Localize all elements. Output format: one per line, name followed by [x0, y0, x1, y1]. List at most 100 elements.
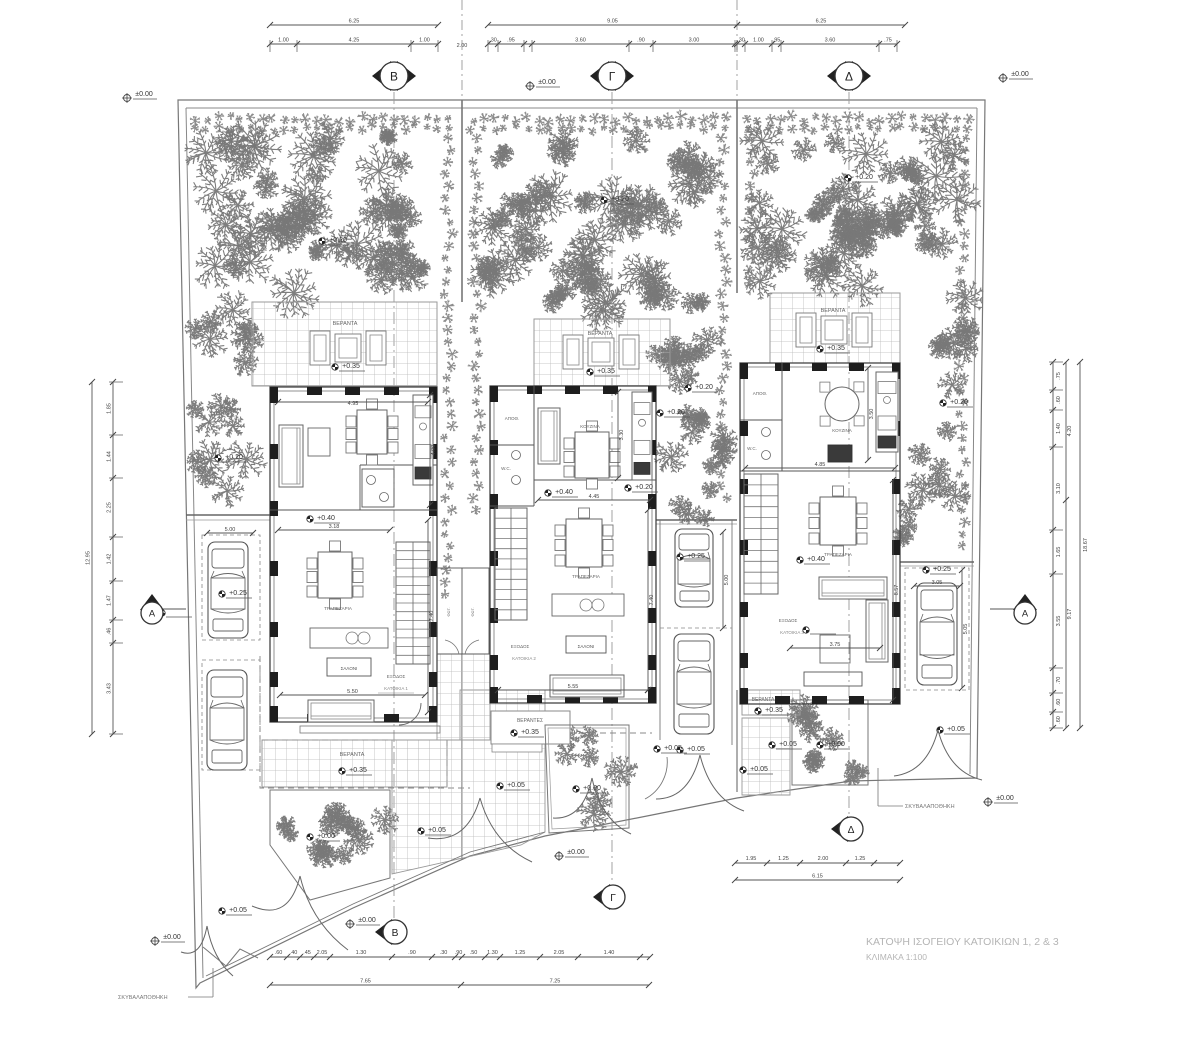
- svg-text:.60: .60: [1056, 716, 1062, 724]
- svg-text:.30: .30: [737, 38, 745, 44]
- svg-text:4.25: 4.25: [349, 38, 360, 44]
- svg-text:2.05: 2.05: [317, 950, 328, 956]
- svg-text:+0.20: +0.20: [667, 409, 685, 416]
- svg-text:5.50: 5.50: [347, 689, 358, 695]
- svg-text:5.00: 5.00: [724, 575, 730, 586]
- svg-text:.90: .90: [455, 950, 463, 956]
- svg-text:+0.35: +0.35: [827, 345, 845, 352]
- svg-text:ΕΞΟΔΟΣ: ΕΞΟΔΟΣ: [511, 644, 530, 649]
- svg-text:+0.05: +0.05: [229, 907, 247, 914]
- svg-text:1.44: 1.44: [107, 451, 113, 462]
- svg-text:1.00: 1.00: [419, 38, 430, 44]
- svg-text:ΚΑΤΟΙΚΙΑ 3: ΚΑΤΟΙΚΙΑ 3: [780, 630, 804, 635]
- svg-text:ΣΑΛΟΝΙ: ΣΑΛΟΝΙ: [341, 666, 358, 671]
- svg-text:1.25: 1.25: [855, 856, 866, 862]
- svg-text:+0.40: +0.40: [317, 515, 335, 522]
- svg-text:7.40: 7.40: [429, 611, 435, 622]
- svg-text:3.55: 3.55: [1056, 616, 1062, 627]
- svg-text:Γ: Γ: [609, 70, 616, 84]
- svg-text:±0.00: ±0.00: [1011, 71, 1029, 78]
- svg-text:.90: .90: [637, 38, 645, 44]
- svg-text:2.00: 2.00: [818, 856, 829, 862]
- svg-text:ΚΟΥΖΙΝΑ: ΚΟΥΖΙΝΑ: [832, 428, 851, 433]
- svg-text:+0.20: +0.20: [329, 237, 347, 244]
- svg-text:ΚΛΙΜΑΚΑ 1:100: ΚΛΙΜΑΚΑ 1:100: [866, 952, 927, 962]
- svg-text:+0.20: +0.20: [855, 174, 873, 181]
- svg-text:.95: .95: [773, 38, 781, 44]
- svg-text:Α: Α: [1022, 609, 1029, 619]
- svg-text:3.43: 3.43: [107, 683, 113, 694]
- svg-text:8.57: 8.57: [894, 585, 900, 596]
- svg-text:1.40: 1.40: [1056, 423, 1062, 434]
- svg-text:ΒΕΡΑΝΤΕΣ: ΒΕΡΑΝΤΕΣ: [517, 718, 543, 724]
- svg-text:+0.35: +0.35: [765, 707, 783, 714]
- svg-text:.75: .75: [884, 38, 892, 44]
- svg-text:W.C.: W.C.: [501, 466, 511, 471]
- svg-text:1.40: 1.40: [604, 950, 615, 956]
- svg-text:+0.20: +0.20: [695, 384, 713, 391]
- svg-text:±0.00: ±0.00: [135, 91, 153, 98]
- svg-text:3.50: 3.50: [869, 409, 875, 420]
- svg-text:.95: .95: [507, 38, 515, 44]
- svg-text:+0.00: +0.00: [317, 833, 335, 840]
- svg-text:6.25: 6.25: [349, 19, 360, 25]
- svg-text:.60: .60: [1056, 699, 1062, 707]
- svg-text:3.60: 3.60: [825, 38, 836, 44]
- svg-text:Β: Β: [392, 928, 399, 939]
- svg-text:ΒΕΡΑΝΤΑ: ΒΕΡΑΝΤΑ: [340, 752, 365, 758]
- svg-text:+0.25: +0.25: [229, 590, 247, 597]
- svg-text:6.15: 6.15: [812, 874, 823, 880]
- svg-text:+0.00: +0.00: [827, 741, 845, 748]
- svg-text:5.00: 5.00: [225, 527, 236, 533]
- svg-text:ΕΞΟΔΟΣ: ΕΞΟΔΟΣ: [779, 618, 798, 623]
- svg-text:.60: .60: [1056, 396, 1062, 404]
- svg-text:2.05: 2.05: [554, 950, 565, 956]
- svg-text:3.05: 3.05: [932, 580, 943, 586]
- svg-text:ΑΠΟΘ.: ΑΠΟΘ.: [505, 416, 520, 421]
- svg-text:+0.05: +0.05: [664, 745, 682, 752]
- svg-text:W.C.: W.C.: [747, 446, 757, 451]
- svg-text:ΒΕΡΑΝΤΑ: ΒΕΡΑΝΤΑ: [588, 331, 613, 337]
- svg-text:1.30: 1.30: [487, 950, 498, 956]
- svg-text:.60: .60: [275, 950, 283, 956]
- svg-text:ΑΠΟΘ.: ΑΠΟΘ.: [753, 391, 768, 396]
- svg-text:+0.05: +0.05: [947, 726, 965, 733]
- svg-text:5.05: 5.05: [963, 624, 969, 635]
- svg-text:4.45: 4.45: [589, 494, 600, 500]
- svg-text:+0.35: +0.35: [521, 729, 539, 736]
- svg-text:+0.40: +0.40: [807, 556, 825, 563]
- svg-text:ΦΩΤ.: ΦΩΤ.: [470, 607, 475, 616]
- svg-text:3.00: 3.00: [689, 38, 700, 44]
- svg-text:3.18: 3.18: [329, 524, 340, 530]
- svg-text:5.55: 5.55: [568, 684, 579, 690]
- svg-text:+0.00: +0.00: [583, 785, 601, 792]
- svg-text:+0.05: +0.05: [750, 766, 768, 773]
- svg-text:12.95: 12.95: [86, 551, 92, 565]
- svg-text:+0.35: +0.35: [597, 368, 615, 375]
- svg-text:.50: .50: [470, 950, 478, 956]
- svg-text:ΣΚΥΒΑΛΑΠΟΘΗΚΗ: ΣΚΥΒΑΛΑΠΟΘΗΚΗ: [905, 804, 955, 810]
- svg-text:2.00: 2.00: [457, 43, 468, 49]
- svg-text:.75: .75: [1056, 372, 1062, 380]
- svg-text:+0.35: +0.35: [349, 767, 367, 774]
- svg-text:.46: .46: [107, 628, 113, 636]
- svg-text:3.60: 3.60: [575, 38, 586, 44]
- svg-text:+0.05: +0.05: [428, 827, 446, 834]
- svg-text:±0.00: ±0.00: [996, 795, 1014, 802]
- svg-text:±0.00: ±0.00: [567, 849, 585, 856]
- svg-text:6.25: 6.25: [816, 19, 827, 25]
- svg-text:+0.20: +0.20: [950, 399, 968, 406]
- svg-text:1.42: 1.42: [107, 554, 113, 565]
- svg-text:1.85: 1.85: [107, 403, 113, 414]
- svg-text:ΚΟΥΖΙΝΑ: ΚΟΥΖΙΝΑ: [580, 424, 599, 429]
- svg-text:4.85: 4.85: [815, 462, 826, 468]
- svg-text:+0.05: +0.05: [507, 782, 525, 789]
- svg-text:1.65: 1.65: [1056, 547, 1062, 558]
- svg-text:1.25: 1.25: [778, 856, 789, 862]
- svg-text:+0.25: +0.25: [687, 553, 705, 560]
- svg-text:Δ: Δ: [848, 825, 855, 836]
- svg-text:ΕΞΟΔΟΣ: ΕΞΟΔΟΣ: [387, 674, 406, 679]
- svg-text:.45: .45: [303, 950, 311, 956]
- svg-text:1.47: 1.47: [107, 595, 113, 606]
- svg-text:Δ: Δ: [845, 70, 853, 84]
